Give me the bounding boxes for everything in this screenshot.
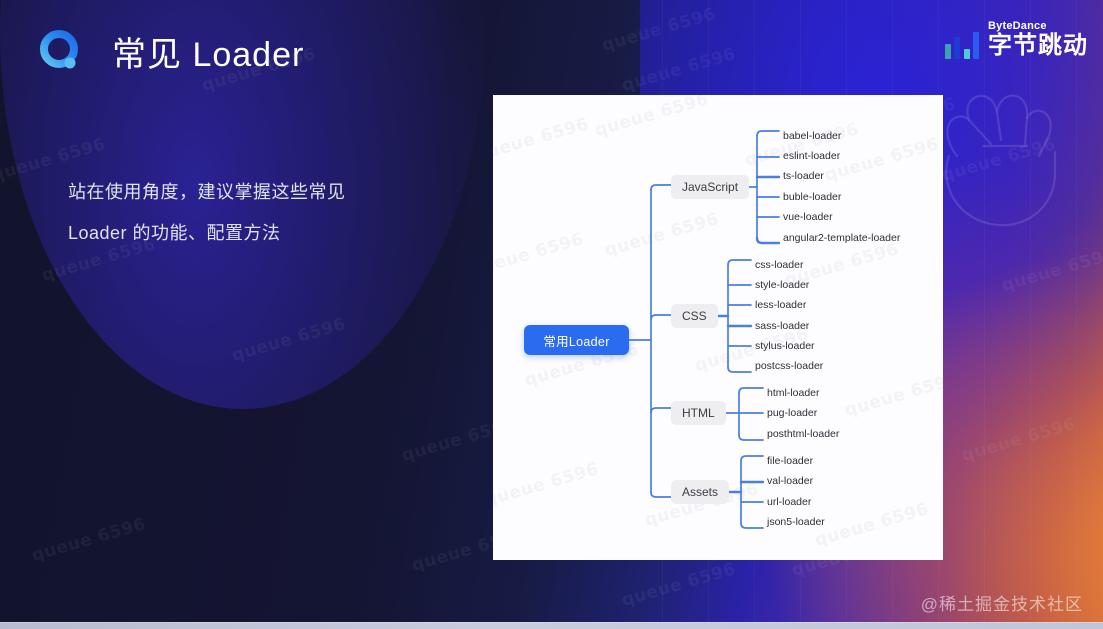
body-copy-line-1: 站在使用角度，建议掌握这些常见	[68, 182, 346, 202]
mindmap-leaf[interactable]: style-loader	[755, 279, 810, 291]
mindmap-card: queue 6596 queue 6596 queue 6596 queue 6…	[493, 95, 943, 560]
body-copy: 站在使用角度，建议掌握这些常见 Loader 的功能、配置方法	[68, 172, 438, 254]
mindmap-leaf[interactable]: html-loader	[767, 387, 820, 399]
mindmap-leaf[interactable]: eslint-loader	[783, 150, 841, 162]
mindmap-leaf[interactable]: css-loader	[755, 259, 804, 271]
brand-name-en: ByteDance	[988, 20, 1047, 32]
mindmap-leaf[interactable]: sass-loader	[755, 320, 810, 332]
mindmap-leaf[interactable]: file-loader	[767, 455, 814, 467]
mindmap-leaf[interactable]: json5-loader	[767, 516, 825, 528]
bytedance-wordmark: ByteDance 字节跳动	[988, 20, 1088, 59]
bytedance-logo: ByteDance 字节跳动	[944, 20, 1089, 59]
mindmap-branch-assets[interactable]: Assets	[671, 480, 730, 504]
mindmap-branch-css[interactable]: CSS	[671, 304, 718, 328]
mindmap-leaf[interactable]: buble-loader	[783, 191, 842, 203]
mindmap-leaf[interactable]: posthtml-loader	[767, 428, 840, 440]
hand-illustration-icon	[905, 60, 1085, 250]
mindmap-branch-html[interactable]: HTML	[671, 401, 726, 425]
bytedance-bars-icon	[944, 31, 979, 59]
brand-name-cn: 字节跳动	[988, 32, 1088, 59]
mindmap-leaf[interactable]: less-loader	[755, 299, 807, 311]
mindmap-branch-javascript[interactable]: JavaScript	[671, 175, 750, 199]
mindmap-leaf[interactable]: postcss-loader	[755, 360, 824, 372]
footer-watermark: @稀土掘金技术社区	[920, 595, 1083, 614]
mindmap-leaf[interactable]: val-loader	[767, 475, 814, 487]
mindmap-leaf[interactable]: vue-loader	[783, 211, 833, 223]
mindmap-leaf[interactable]: pug-loader	[767, 407, 818, 419]
mindmap-leaf[interactable]: ts-loader	[783, 170, 824, 182]
mindmap-root-node[interactable]: 常用Loader	[524, 325, 629, 355]
mindmap-leaf[interactable]: url-loader	[767, 496, 812, 508]
mindmap-connectors	[493, 95, 943, 560]
q-ring-logo-icon	[36, 27, 84, 75]
mindmap-leaf[interactable]: angular2-template-loader	[783, 232, 901, 244]
mindmap-leaf[interactable]: babel-loader	[783, 130, 842, 142]
body-copy-line-2: Loader 的功能、配置方法	[68, 223, 281, 243]
page-title: 常见 Loader	[112, 36, 305, 74]
footer-bar	[0, 622, 1103, 629]
mindmap-leaf[interactable]: stylus-loader	[755, 340, 815, 352]
